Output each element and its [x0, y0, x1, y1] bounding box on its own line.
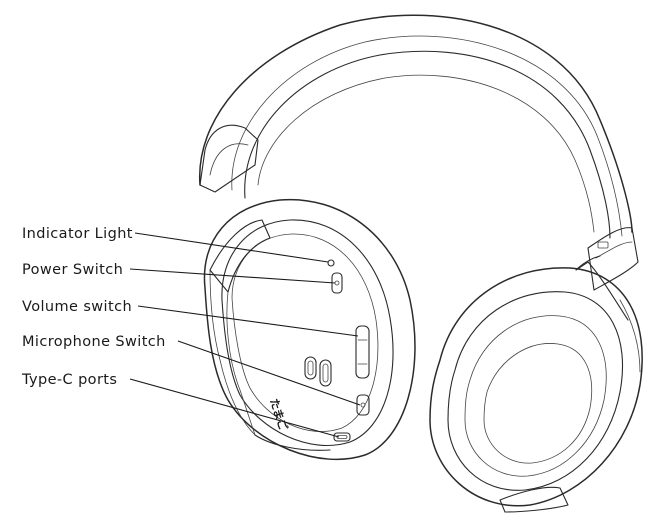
earcup-controls	[304, 259, 370, 442]
leader-power-switch	[129, 268, 336, 284]
volume-switch-button	[355, 325, 370, 379]
callout-labels: Indicator Light Power Switch Volume swit…	[21, 226, 166, 388]
leader-volume-switch	[137, 305, 359, 337]
type-c-ports-label: Type-C ports	[21, 372, 117, 388]
microphone-switch-label: Microphone Switch	[22, 334, 166, 350]
headband	[199, 14, 639, 291]
leader-indicator-light	[134, 232, 329, 263]
left-oval-button	[304, 356, 317, 380]
indicator-light-label: Indicator Light	[22, 226, 133, 242]
leader-microphone-switch	[177, 340, 361, 406]
right-oval-button	[319, 359, 332, 387]
leader-type-c-ports	[129, 378, 340, 438]
right-earcup	[429, 261, 643, 513]
indicator-light-dot	[327, 259, 335, 267]
type-c-port	[333, 432, 351, 442]
volume-switch-label: Volume switch	[22, 299, 132, 315]
microphone-switch-button	[356, 394, 370, 416]
left-earcup: たまご	[203, 198, 416, 461]
power-switch-label: Power Switch	[22, 262, 123, 278]
leader-lines	[129, 232, 361, 438]
